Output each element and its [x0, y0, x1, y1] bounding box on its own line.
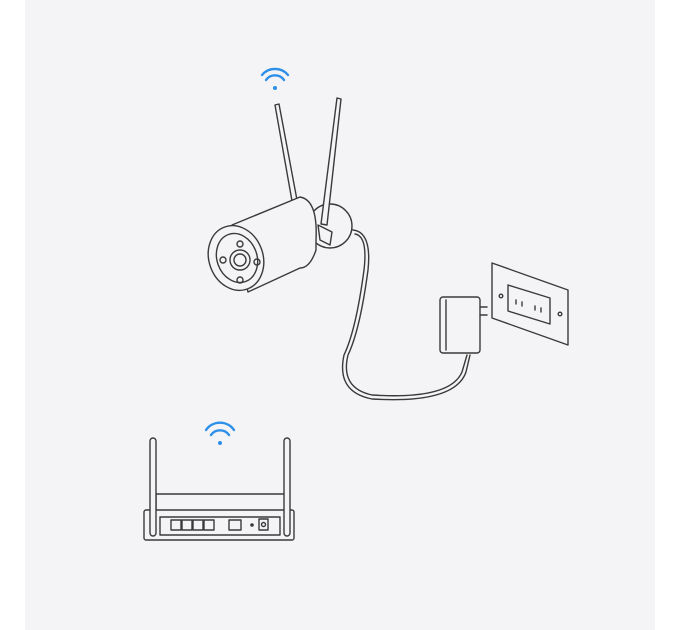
power-cable	[345, 229, 468, 397]
power-adapter-icon	[439, 296, 488, 354]
wifi-icon	[260, 67, 290, 90]
wifi-icon	[204, 421, 236, 445]
wall-outlet-icon	[491, 262, 569, 346]
power-cable-outline	[341, 233, 471, 401]
router-icon	[143, 437, 295, 541]
camera-icon	[207, 97, 353, 293]
